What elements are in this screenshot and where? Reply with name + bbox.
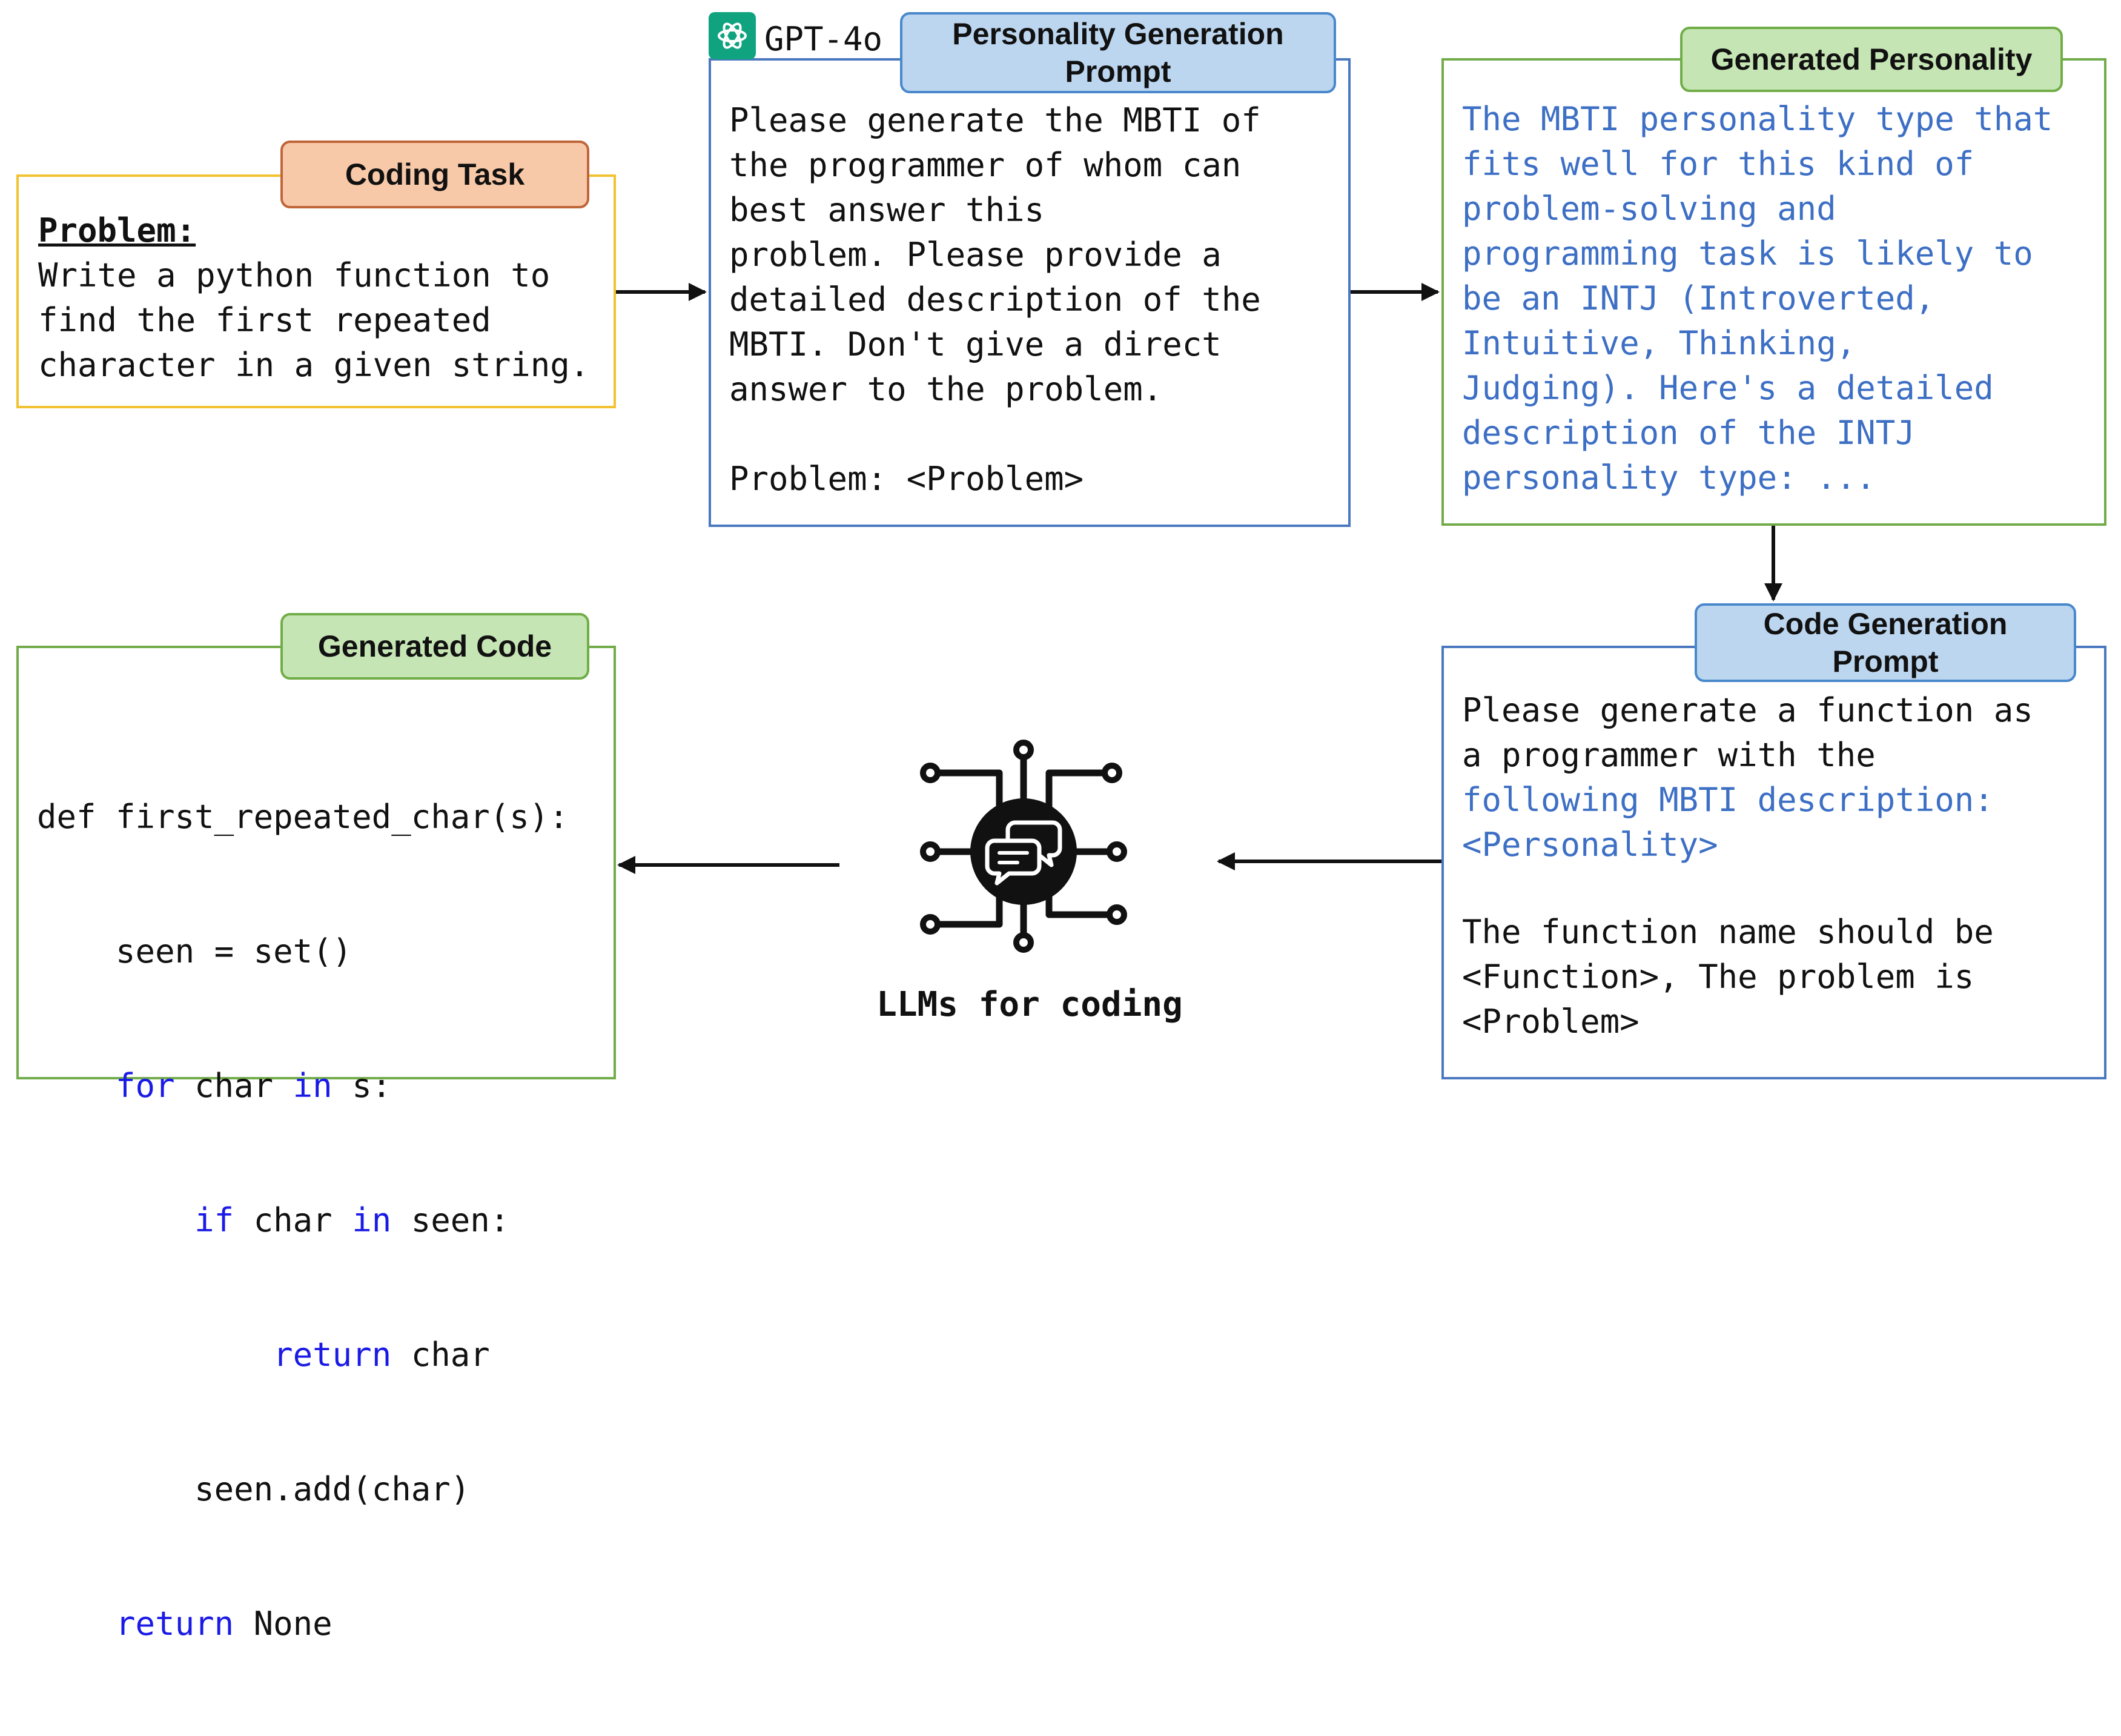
code-line-4: if char in seen: bbox=[37, 1198, 569, 1243]
code-keyword: in bbox=[352, 1201, 392, 1239]
coding-task-tag-label: Coding Task bbox=[345, 157, 525, 191]
code-line-3: for char in s: bbox=[37, 1064, 569, 1108]
code-prompt-box: Please generate a function as a programm… bbox=[1441, 646, 2106, 1079]
code-keyword: return bbox=[273, 1336, 392, 1374]
code-line-7: return None bbox=[37, 1602, 569, 1646]
code-token: char bbox=[234, 1201, 352, 1239]
code-line-5: return char bbox=[37, 1333, 569, 1377]
generated-personality-box: The MBTI personality type that fits well… bbox=[1441, 58, 2106, 526]
generated-personality-text: The MBTI personality type that fits well… bbox=[1462, 100, 2053, 497]
gpt-logo-icon bbox=[709, 12, 756, 59]
diagram-canvas: { "coding_task": { "tag": "Coding Task",… bbox=[16, 12, 2106, 1643]
code-prompt-tag: Code Generation Prompt bbox=[1695, 603, 2076, 682]
code-token: None bbox=[234, 1605, 333, 1643]
connector-arrows bbox=[616, 283, 1782, 874]
problem-text: Write a python function to find the firs… bbox=[38, 256, 590, 384]
personality-prompt-box: Please generate the MBTI of the programm… bbox=[709, 58, 1351, 527]
code-keyword: return bbox=[116, 1605, 234, 1643]
coding-task-box: Problem: Write a python function to find… bbox=[16, 174, 616, 408]
generated-code-tag-label: Generated Code bbox=[317, 629, 552, 663]
personality-prompt-tag: Personality Generation Prompt bbox=[900, 12, 1336, 93]
code-keyword: for bbox=[116, 1067, 175, 1105]
model-label: GPT-4o bbox=[764, 20, 883, 58]
personality-prompt-tag-label: Personality Generation Prompt bbox=[952, 17, 1284, 88]
code-prompt-line1: Please generate a function as a programm… bbox=[1462, 691, 2033, 774]
code-line-2: seen = set() bbox=[37, 932, 352, 970]
generated-personality-tag: Generated Personality bbox=[1680, 27, 2063, 92]
generated-personality-tag-label: Generated Personality bbox=[1710, 42, 2033, 76]
code-keyword: in bbox=[293, 1067, 333, 1105]
generated-code-tag: Generated Code bbox=[280, 613, 589, 680]
personality-prompt-text: Please generate the MBTI of the programm… bbox=[729, 101, 1261, 498]
problem-heading: Problem: bbox=[38, 211, 196, 250]
code-prompt-line3: The function name should be <Function>, … bbox=[1462, 913, 1994, 1041]
code-token: char bbox=[174, 1067, 293, 1105]
llm-label: LLMs for coding bbox=[876, 985, 1183, 1024]
chip-chat-icon bbox=[908, 739, 1151, 963]
code-line-6: seen.add(char) bbox=[37, 1470, 471, 1508]
coding-task-tag: Coding Task bbox=[280, 141, 589, 208]
code-prompt-line2: following MBTI description: <Personality… bbox=[1462, 781, 1994, 864]
code-token: s: bbox=[332, 1067, 392, 1105]
code-keyword: if bbox=[194, 1201, 234, 1239]
code-prompt-tag-label: Code Generation Prompt bbox=[1763, 607, 2008, 678]
code-line-1: def first_repeated_char(s): bbox=[37, 798, 569, 836]
code-token: char bbox=[391, 1336, 490, 1374]
code-token: seen: bbox=[391, 1201, 510, 1239]
